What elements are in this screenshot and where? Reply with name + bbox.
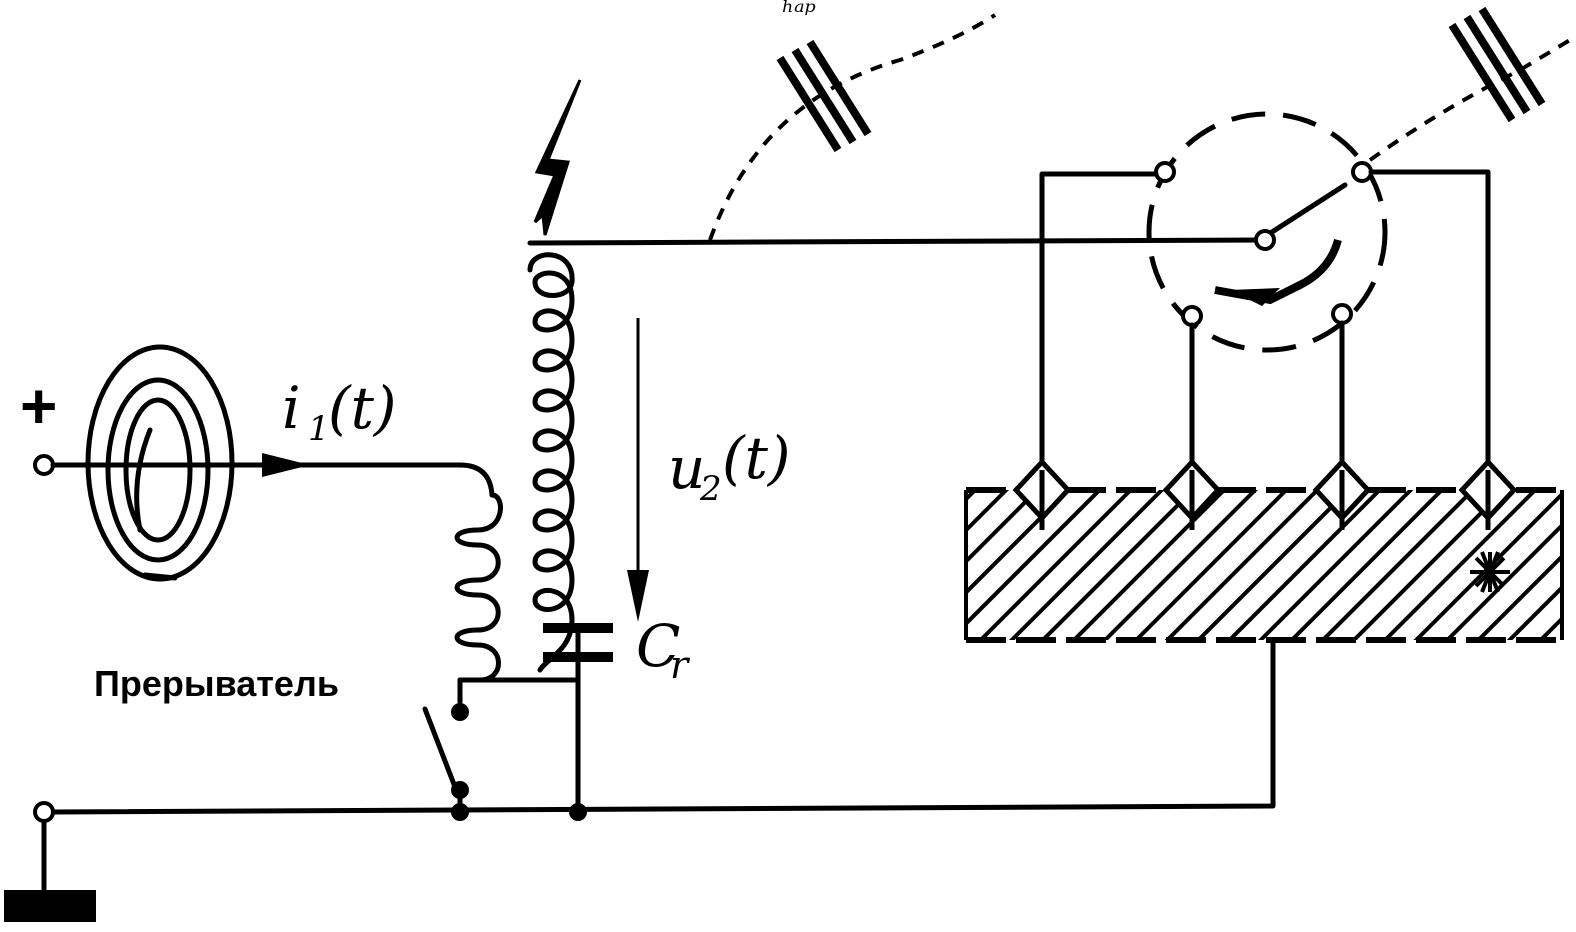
current-arrow [262,453,310,477]
plus-terminal: + [20,370,57,476]
svg-text:u: u [668,434,705,502]
ground-icon [4,801,96,922]
spark-star-icon [1470,551,1510,593]
lightning-icon [533,79,582,236]
plus-label: + [20,370,57,442]
capacitor [543,623,613,815]
coil-core-icon [85,344,235,582]
rotation-arc [708,13,997,241]
breaker-label: Прерыватель [94,663,339,704]
arc-cut-marker-left [776,39,872,153]
capacitor-label: C r [636,612,691,687]
secondary-winding [527,252,575,673]
arc-label-partial: ₕₐₚ [782,0,816,19]
current-label: i 1 (t) [282,374,397,449]
engine-block [964,487,1564,643]
svg-text:2: 2 [699,469,722,509]
svg-text:r: r [670,643,691,687]
arc-cut-marker-right [1448,6,1546,123]
rotor-switch-icon [1146,111,1388,353]
high-voltage-lead [527,237,1268,246]
rotation-arc-right [1368,38,1572,162]
distributor-outputs [1039,169,1491,473]
voltage-label: u 2 (t) [668,424,791,509]
svg-text:(t): (t) [328,374,397,442]
breaker-switch [422,677,469,815]
svg-text:1: 1 [308,409,330,449]
svg-text:C: C [636,612,680,680]
voltage-indicator [627,318,649,622]
primary-winding [454,492,503,683]
svg-text:(t): (t) [722,424,791,492]
svg-text:i: i [282,374,301,442]
primary-input-wire [50,462,495,498]
spark-plug-icon [1012,458,1518,530]
